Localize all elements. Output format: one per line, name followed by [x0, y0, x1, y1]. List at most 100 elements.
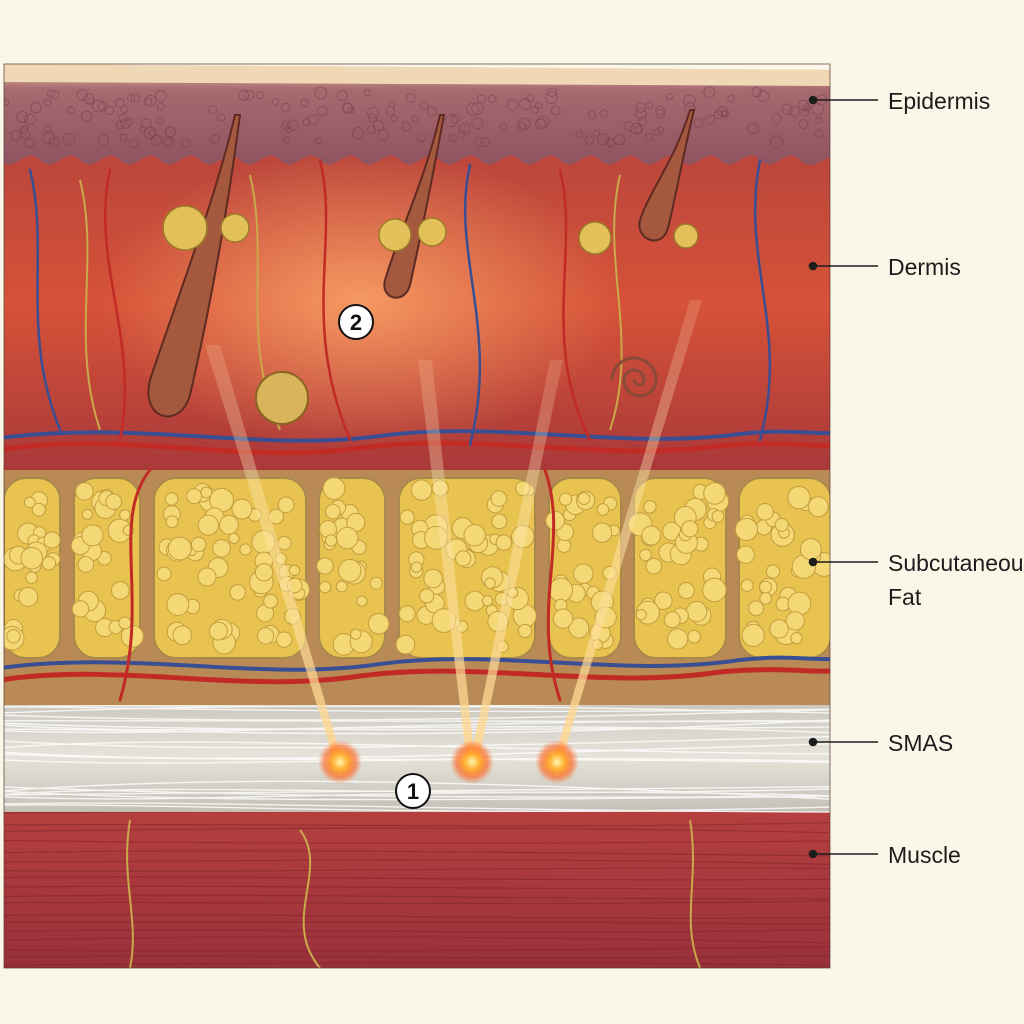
vessel-branch — [103, 168, 127, 442]
fat-cell — [319, 580, 332, 594]
label-smas: SMAS — [888, 730, 954, 756]
vessel-branch — [558, 168, 592, 442]
epidermis-cells — [4, 86, 828, 149]
stratum-corneum — [4, 64, 830, 86]
fat-cell — [596, 503, 610, 516]
deep-dermal-vein — [4, 429, 830, 443]
focal-point — [318, 740, 362, 784]
vascular-plexus — [4, 158, 830, 702]
tissue-block — [4, 64, 830, 968]
sebaceous-gland — [417, 217, 447, 247]
fat-cell — [197, 567, 217, 587]
fat-cell — [167, 536, 192, 561]
coiled-sweat-gland — [610, 356, 658, 398]
fat-cell — [172, 625, 193, 646]
fat-cell — [256, 627, 275, 645]
fat-cell — [748, 600, 765, 617]
fat-cell — [787, 485, 811, 510]
hair-follicle — [638, 109, 696, 242]
fat-cell — [77, 556, 95, 573]
fat-cell — [410, 479, 433, 501]
fat-cell — [275, 631, 293, 648]
fat-cell — [545, 510, 566, 531]
fat-cell — [741, 623, 765, 647]
fat-cell — [218, 514, 239, 535]
fat-cell — [197, 514, 219, 536]
energy-beam — [470, 360, 563, 763]
fat-cell — [335, 580, 348, 593]
fat-cell — [677, 582, 695, 600]
fat-cell — [20, 546, 44, 570]
fat-cell — [419, 588, 435, 604]
fat-cell — [740, 578, 754, 592]
fat-cell — [6, 629, 21, 644]
fat-cell — [765, 564, 781, 579]
fat-cell — [495, 534, 513, 551]
fat-cell — [166, 593, 190, 617]
fat-cell — [774, 517, 789, 532]
fat-cell — [254, 563, 274, 582]
fat-cell — [41, 556, 57, 571]
energy-beams — [205, 300, 702, 763]
fat-cell — [399, 509, 415, 525]
fat-cell — [711, 510, 725, 523]
fat-cell — [239, 543, 252, 556]
callout-dot — [808, 557, 818, 567]
fat-cell — [110, 581, 130, 600]
energy-beam — [553, 300, 702, 763]
fat-cell — [491, 513, 508, 530]
fat-cell — [639, 548, 652, 562]
label-subcutaneous-fat: Subcutaneous Fat — [888, 550, 1024, 610]
fat-cell — [410, 561, 423, 573]
sebaceous-gland — [578, 221, 612, 255]
vessel-branch — [543, 468, 562, 702]
focal-points — [318, 740, 579, 784]
fat-cell — [666, 628, 689, 650]
fat-cell — [263, 593, 279, 609]
fat-cell — [200, 486, 213, 499]
focal-point — [450, 740, 494, 784]
fat-cell — [790, 632, 803, 645]
fat-cell — [105, 493, 123, 511]
subdermal-artery — [4, 667, 830, 685]
fat-cell — [635, 608, 647, 621]
fat-cell — [592, 522, 613, 543]
label-dermis: Dermis — [888, 254, 961, 280]
fat-cell — [322, 477, 346, 500]
fat-cell — [481, 595, 494, 607]
sweat-gland — [255, 371, 309, 425]
marker-2: 2 — [338, 304, 374, 340]
fat-cell — [395, 634, 416, 655]
muscle-fibers — [4, 808, 830, 966]
fat-cell — [71, 600, 90, 618]
fat-cell — [23, 496, 36, 509]
vessel-branch — [753, 158, 772, 442]
fat-cell — [81, 524, 104, 547]
fat-cell — [484, 577, 496, 589]
fat-cell — [686, 600, 708, 623]
muscle-layer — [4, 800, 830, 968]
marker-1-label: 1 — [407, 779, 419, 804]
label-epidermis: Epidermis — [888, 88, 991, 114]
vessel-branch — [318, 158, 352, 442]
fat-cell — [324, 503, 341, 520]
fat-cell — [759, 592, 772, 605]
fat-cell — [165, 515, 179, 529]
fat-cell — [118, 616, 132, 630]
fat-cell — [663, 611, 681, 629]
callout-dot — [808, 849, 818, 859]
callout-dot — [808, 261, 818, 271]
fat-cell — [208, 621, 228, 641]
vessel-branch — [118, 468, 152, 702]
fat-cell — [212, 539, 231, 558]
fat-cell — [43, 531, 61, 549]
fat-cell — [231, 498, 253, 520]
fat-cell — [25, 571, 38, 585]
fat-cell — [356, 595, 368, 607]
fat-cell — [324, 534, 338, 547]
fat-cell — [288, 564, 301, 577]
marker-1: 1 — [395, 773, 431, 809]
fat-cell — [228, 532, 240, 545]
